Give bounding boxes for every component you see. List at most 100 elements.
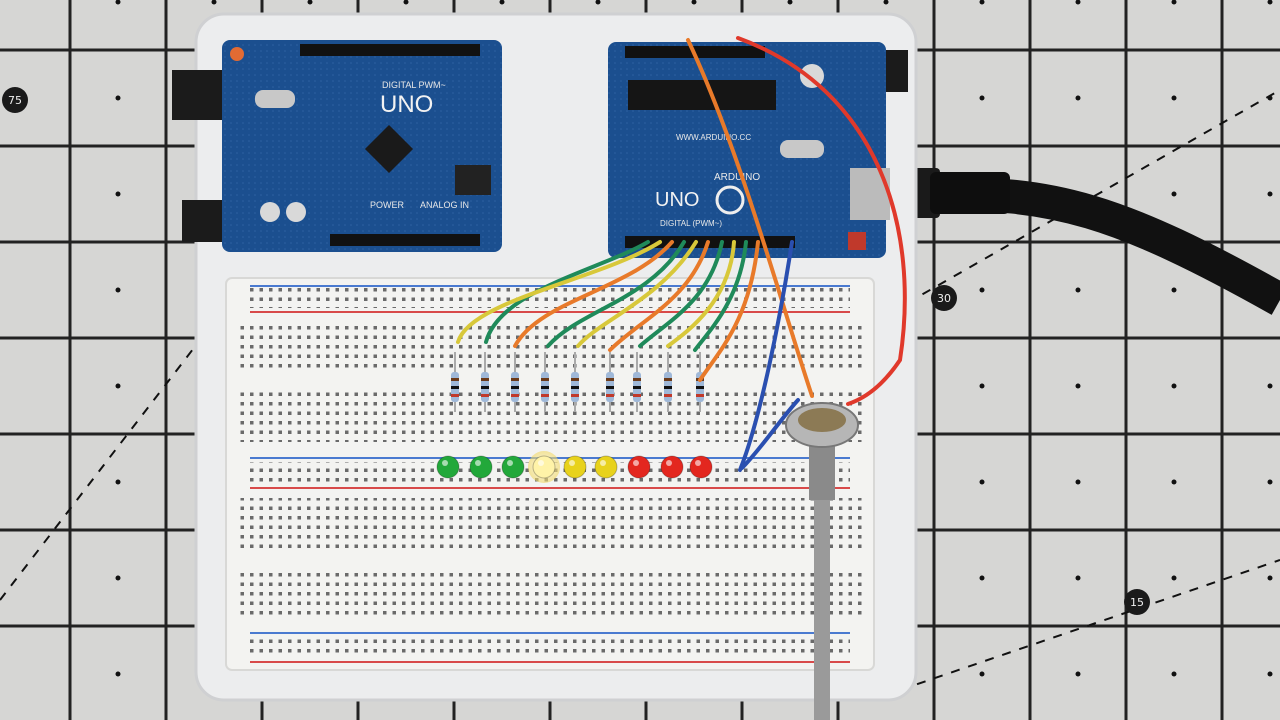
wire-blue-2: [740, 398, 800, 470]
mat-dot: [1171, 0, 1177, 5]
mat-dot: [595, 0, 601, 5]
mat-dot: [1171, 191, 1177, 197]
mat-dot: [979, 287, 985, 293]
mat-dot: [1267, 383, 1273, 389]
mat-dot: [979, 95, 985, 101]
mat-badge-15: 15: [1124, 589, 1150, 615]
reset-button: [848, 232, 866, 250]
atmega-chip: [628, 80, 776, 110]
led: [528, 451, 560, 483]
mat-dot: [1171, 671, 1177, 677]
wire-yellow-2: [576, 240, 698, 348]
wire-orange-4: [686, 38, 814, 398]
mcu-chip-left: [364, 124, 414, 174]
mat-dot: [1267, 479, 1273, 485]
mat-dot: [115, 479, 121, 485]
wire-red-1: [736, 36, 907, 406]
wire-orange-1: [513, 240, 674, 348]
mat-dot: [979, 479, 985, 485]
header-digital-left: [300, 44, 480, 56]
mat-dot: [1075, 287, 1081, 293]
mat-dot: [1171, 575, 1177, 581]
wire-green-3: [638, 240, 724, 348]
mat-dot: [307, 0, 313, 5]
resistor: [481, 352, 489, 412]
arduino-uno-clone-board: UNO DIGITAL PWM~ POWER ANALOG IN: [172, 40, 502, 252]
mat-dot: [1267, 0, 1273, 5]
mat-dot: [1171, 95, 1177, 101]
led: [594, 455, 618, 479]
resistor: [664, 352, 672, 412]
mat-dot: [1075, 383, 1081, 389]
wire-blue-1: [738, 240, 794, 472]
resistor: [541, 352, 549, 412]
capacitor-left-a: [260, 202, 280, 222]
mat-dot: [787, 0, 793, 5]
wire-orange-2: [608, 240, 710, 352]
mat-dot: [691, 0, 697, 5]
mat-dot: [1075, 479, 1081, 485]
right-uno-title: UNO: [655, 189, 699, 211]
mat-dot: [979, 383, 985, 389]
mat-dot: [1267, 575, 1273, 581]
mat-dot: [1171, 479, 1177, 485]
potentiometer-shaft: [814, 440, 830, 720]
resistor: [633, 352, 641, 412]
mat-dot: [115, 383, 121, 389]
wire-green-2: [546, 240, 686, 348]
crystal-right: [780, 140, 824, 158]
left-digital-label: DIGITAL PWM~: [382, 80, 446, 90]
wire-green-4: [693, 240, 748, 352]
mat-dot: [115, 575, 121, 581]
mat-dot: [1075, 671, 1081, 677]
mat-dot: [979, 671, 985, 677]
terminal-block-lower-b: [236, 570, 864, 620]
power-rail-bottom: [250, 636, 850, 656]
mat-dot: [1267, 191, 1273, 197]
mat-dot: [883, 0, 889, 5]
mat-dot: [115, 287, 121, 293]
right-digital-label: DIGITAL (PWM~): [660, 219, 722, 228]
mat-dot: [1267, 671, 1273, 677]
led-bar: [436, 451, 713, 483]
right-brand: ARDUINO: [714, 172, 760, 183]
led: [627, 455, 651, 479]
power-rail-top: [250, 288, 850, 308]
led: [563, 455, 587, 479]
jumper-wires: [456, 36, 907, 472]
mat-dot: [1171, 287, 1177, 293]
left-analog-label: ANALOG IN: [420, 200, 469, 210]
mat-dot: [1075, 95, 1081, 101]
right-url: WWW.ARDUINO.CC: [676, 133, 751, 142]
capacitor-left-b: [286, 202, 306, 222]
header-power-left: [330, 234, 480, 246]
mat-dot: [499, 0, 505, 5]
wire-orange-3: [698, 240, 760, 382]
mounting-plate-edge: [194, 12, 918, 702]
potentiometer: [785, 402, 859, 720]
led: [689, 455, 713, 479]
resistor: [571, 352, 579, 412]
left-uno-title: UNO: [380, 91, 433, 118]
resistor: [511, 352, 519, 412]
mat-badge-75-text: 75: [8, 94, 22, 107]
wire-green-1: [484, 240, 650, 344]
mat-dot: [115, 671, 121, 677]
mat-badge-30: 30: [931, 285, 957, 311]
mat-dot: [211, 0, 217, 5]
mat-dot: [979, 0, 985, 5]
led: [660, 455, 684, 479]
resistor-row: [451, 352, 704, 412]
mat-dot: [115, 0, 121, 5]
mat-dot: [979, 575, 985, 581]
crystal-left: [255, 90, 295, 108]
mat-badge-15-text: 15: [1130, 596, 1144, 609]
resistor: [451, 352, 459, 412]
terminal-block-lower: [236, 498, 864, 550]
icsp-header-left: [455, 165, 491, 195]
mat-dot: [1075, 575, 1081, 581]
mat-dot: [115, 191, 121, 197]
mat-dot: [1171, 383, 1177, 389]
wire-yellow-1: [456, 240, 662, 344]
